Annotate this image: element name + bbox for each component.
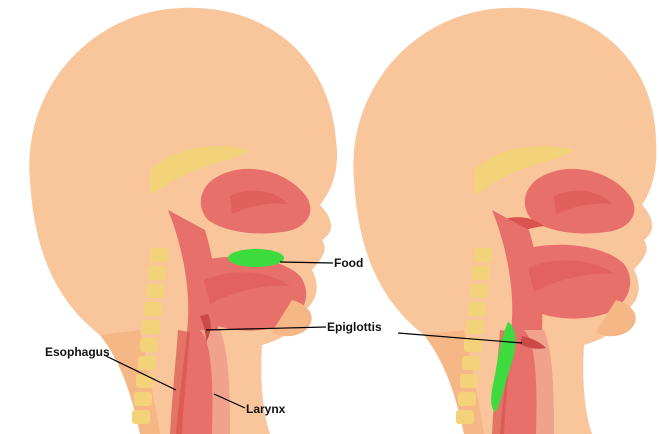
left-head-figure: [29, 8, 337, 434]
esophagus-label: Esophagus: [45, 345, 110, 359]
left-food-bolus: [228, 249, 284, 267]
food-label: Food: [334, 256, 363, 270]
epiglottis-label: Epiglottis: [327, 320, 382, 334]
larynx-label: Larynx: [246, 402, 285, 416]
right-head-figure: [353, 8, 656, 434]
